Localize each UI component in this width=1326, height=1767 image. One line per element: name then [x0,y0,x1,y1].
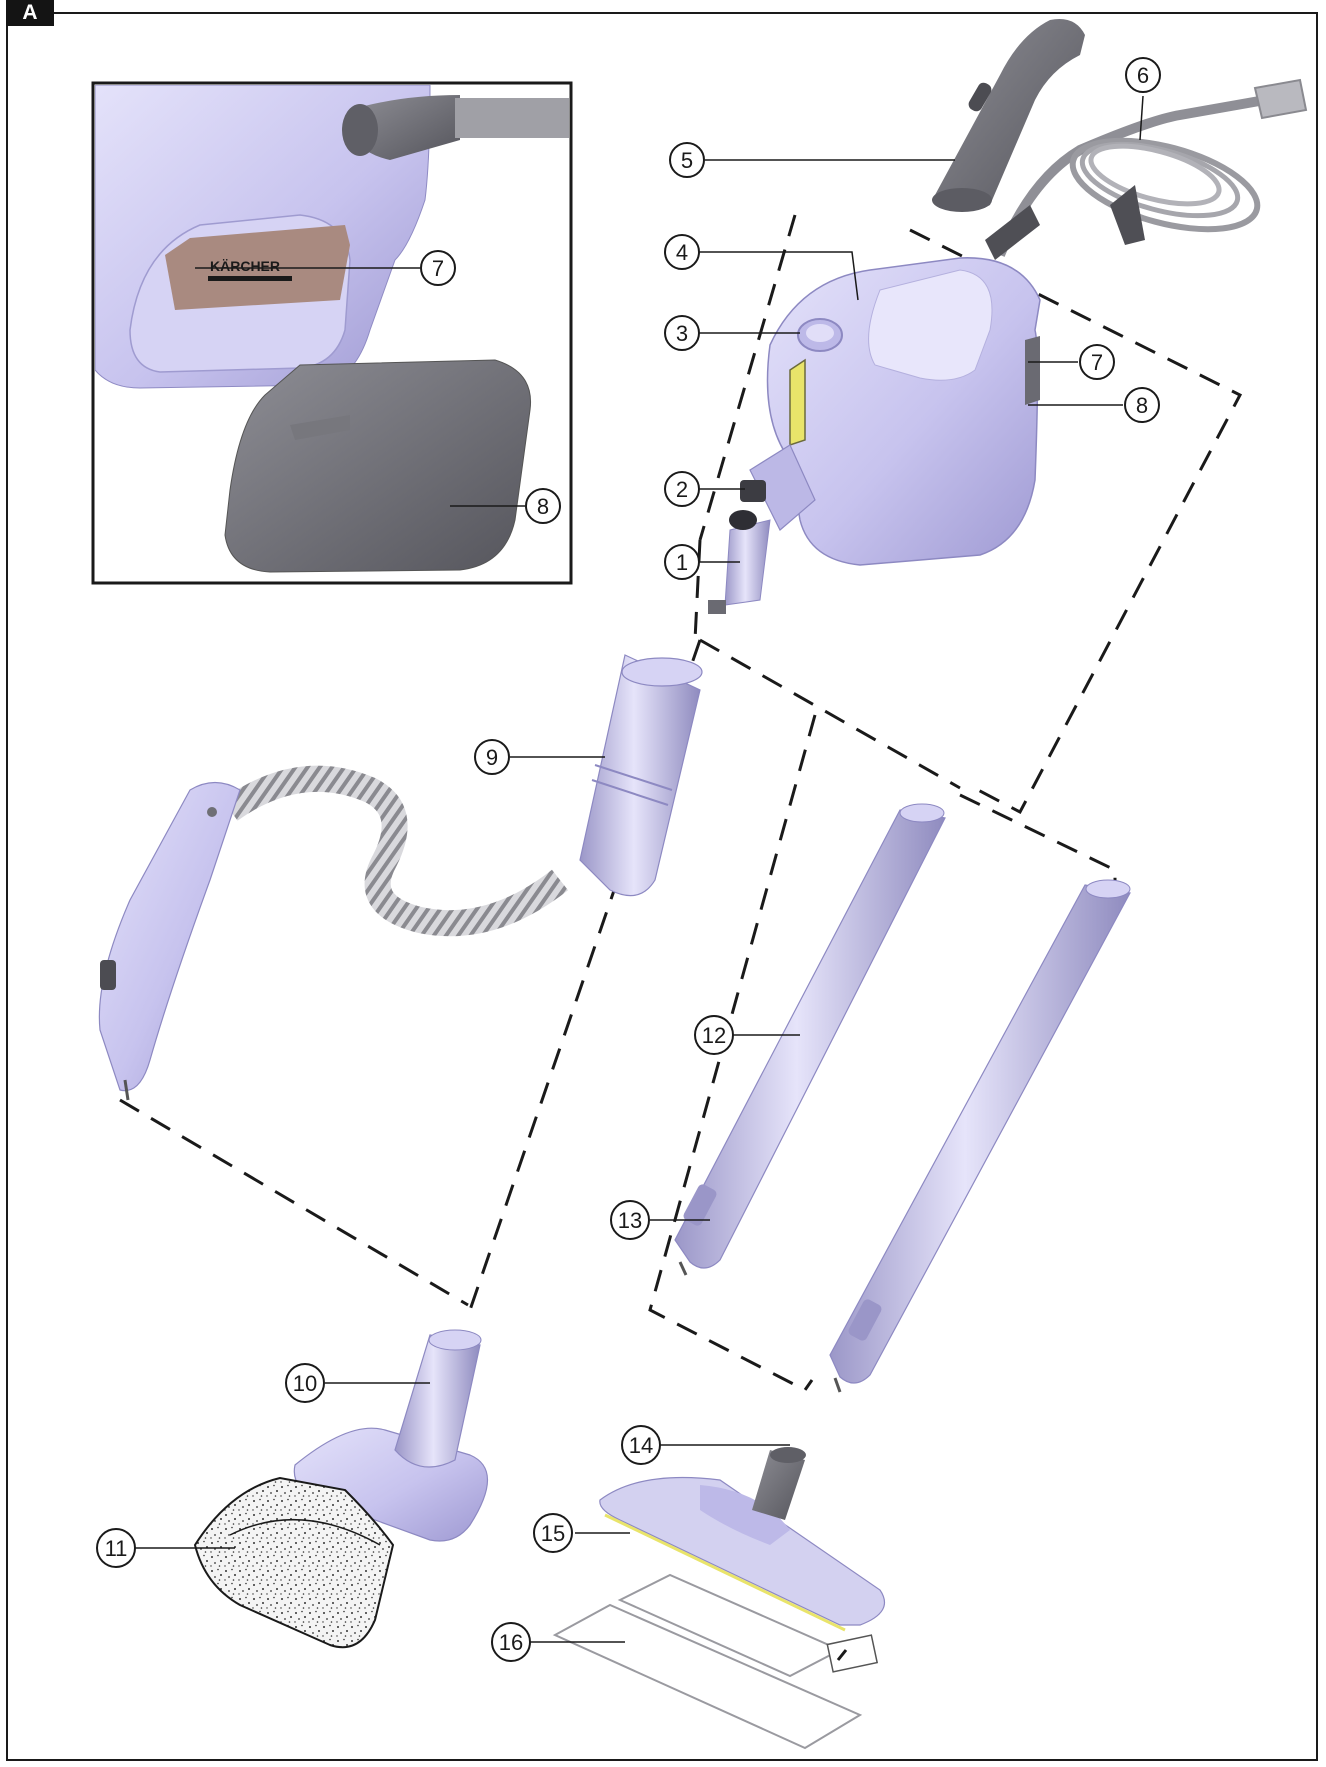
callout-circle [669,142,705,178]
callout-circle [1079,344,1115,380]
callout-circle [664,471,700,507]
callout-circle [533,1513,573,1553]
callout-10: 10 [285,1363,325,1403]
callout-number: 15 [541,1521,565,1546]
microfibre-cover [193,1476,395,1649]
callout-8: 8 [1124,387,1160,423]
callout-circle [96,1528,136,1568]
callout-number: 13 [618,1208,642,1233]
callout-circle [694,1015,734,1055]
floor-nozzle [599,1447,885,1632]
callout-7: 7 [1079,344,1115,380]
callout-14: 14 [621,1425,661,1465]
hand-hose [98,654,703,1101]
callout-circle [664,544,700,580]
callout-number: 7 [1091,350,1103,375]
callout-number: 7 [432,256,444,281]
callout-9: 9 [474,739,510,775]
callout-number: 1 [676,550,688,575]
callout-circle [491,1622,531,1662]
callout-number: 4 [676,240,688,265]
callout-circle [285,1363,325,1403]
floor-cloths [552,1573,879,1750]
callout-number: 8 [537,494,549,519]
leader-lines [135,95,1144,1643]
callout-circle [1124,387,1160,423]
callout-number: 12 [702,1023,726,1048]
callout-number: 3 [676,321,688,346]
brand-plate-label: KÄRCHER [210,258,280,274]
callout-13: 13 [610,1200,650,1240]
callout-number: 10 [293,1371,317,1396]
callout-8b: 8 [525,488,561,524]
callout-16: 16 [491,1622,531,1662]
callout-number: 2 [676,477,688,502]
callout-4: 4 [664,234,700,270]
callout-5: 5 [669,142,705,178]
callout-number: 16 [499,1630,523,1655]
callout-circle [1125,57,1161,93]
callout-circle [664,234,700,270]
side-cover [224,359,532,573]
callout-2: 2 [664,471,700,507]
callout-11: 11 [96,1528,136,1568]
extension-tube-1 [674,803,946,1276]
power-cord [985,78,1308,260]
extension-tube-2 [829,879,1131,1393]
callout-15: 15 [533,1513,573,1553]
callout-1: 1 [664,544,700,580]
callout-12: 12 [694,1015,734,1055]
callout-number: 9 [486,745,498,770]
callout-number: 11 [105,1536,128,1561]
callout-number: 8 [1136,393,1148,418]
callout-7b: 7 [420,250,456,286]
callout-circle [664,315,700,351]
figure-frame [6,12,1318,1761]
callout-6: 6 [1125,57,1161,93]
callout-number: 6 [1137,63,1149,88]
callout-circle [621,1425,661,1465]
callout-circle [525,488,561,524]
callout-circle [474,739,510,775]
callout-number: 5 [681,148,693,173]
callout-3: 3 [664,315,700,351]
callout-circle [420,250,456,286]
detail-nozzle [293,1329,489,1542]
detail-inset: KÄRCHER [91,81,573,585]
callout-number: 14 [629,1433,653,1458]
panel-label: A [6,0,54,26]
handle-part [932,19,1085,212]
callout-circle [610,1200,650,1240]
main-unit [708,257,1041,614]
